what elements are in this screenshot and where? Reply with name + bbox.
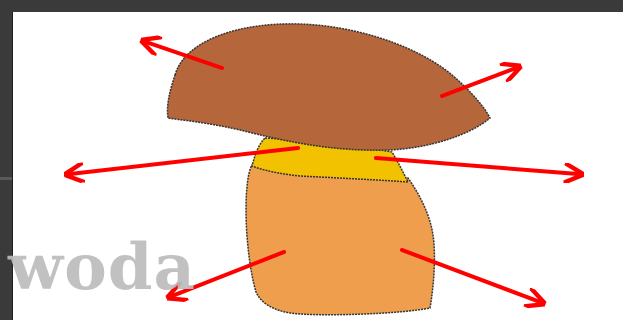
mushroom-stem-shape[interactable] [246,165,434,315]
mushroom-cap-shape[interactable] [167,24,490,150]
watermark-text: woda [8,236,196,300]
arrow-ring-right [376,158,578,174]
